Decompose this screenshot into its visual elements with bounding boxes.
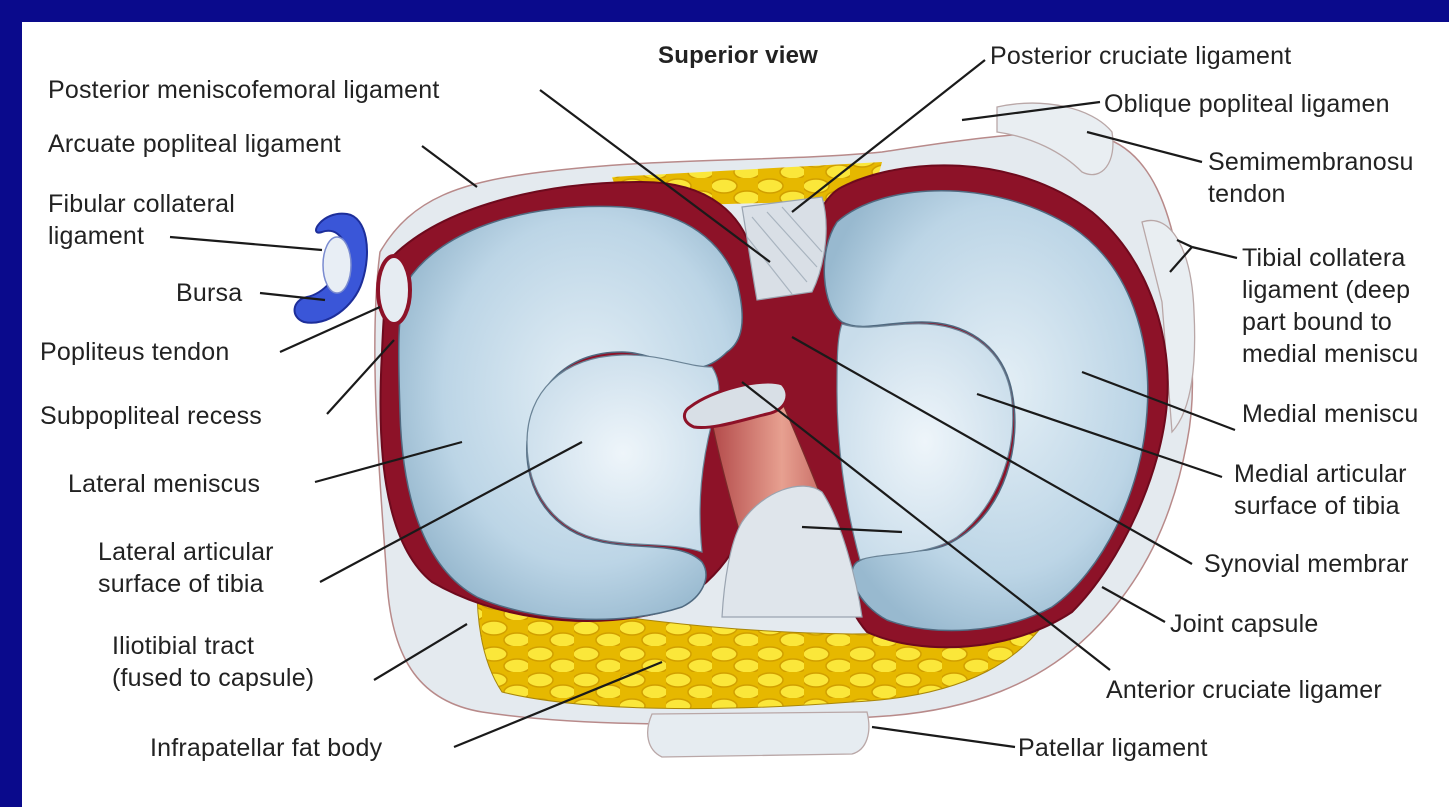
label-anterior-cruciate-ligament: Anterior cruciate ligamer	[1106, 674, 1382, 706]
popliteus-tendon	[378, 256, 410, 324]
label-medial-meniscus: Medial meniscu	[1242, 398, 1418, 430]
label-lateral-articular-surface: Lateral articular surface of tibia	[98, 536, 274, 600]
label-medial-articular-surface: Medial articular surface of tibia	[1234, 458, 1407, 522]
label-synovial-membrane: Synovial membrar	[1204, 548, 1409, 580]
label-oblique-popliteal-ligament: Oblique popliteal ligamen	[1104, 88, 1390, 120]
label-joint-capsule: Joint capsule	[1170, 608, 1319, 640]
label-fibular-collateral-ligament: Fibular collateral ligament	[48, 188, 235, 252]
label-posterior-cruciate-ligament: Posterior cruciate ligament	[990, 40, 1291, 72]
label-semimembranosus-tendon: Semimembranosu tendon	[1208, 146, 1414, 210]
bursa	[323, 237, 351, 293]
label-arcuate-popliteal-ligament: Arcuate popliteal ligament	[48, 128, 341, 160]
label-posterior-meniscofemoral-ligament: Posterior meniscofemoral ligament	[48, 74, 439, 106]
diagram-title: Superior view	[658, 40, 818, 72]
label-tibial-collateral-ligament: Tibial collatera ligament (deep part bou…	[1242, 242, 1418, 370]
label-bursa: Bursa	[176, 277, 242, 309]
label-lateral-meniscus: Lateral meniscus	[68, 468, 260, 500]
slide: Superior view Posterior cruciate ligamen…	[22, 22, 1449, 807]
label-subpopliteal-recess: Subpopliteal recess	[40, 400, 262, 432]
label-popliteus-tendon: Popliteus tendon	[40, 336, 229, 368]
label-patellar-ligament: Patellar ligament	[1018, 732, 1208, 764]
label-iliotibial-tract: Iliotibial tract (fused to capsule)	[112, 630, 314, 694]
label-infrapatellar-fat-body: Infrapatellar fat body	[150, 732, 382, 764]
patellar-ligament	[648, 712, 869, 757]
